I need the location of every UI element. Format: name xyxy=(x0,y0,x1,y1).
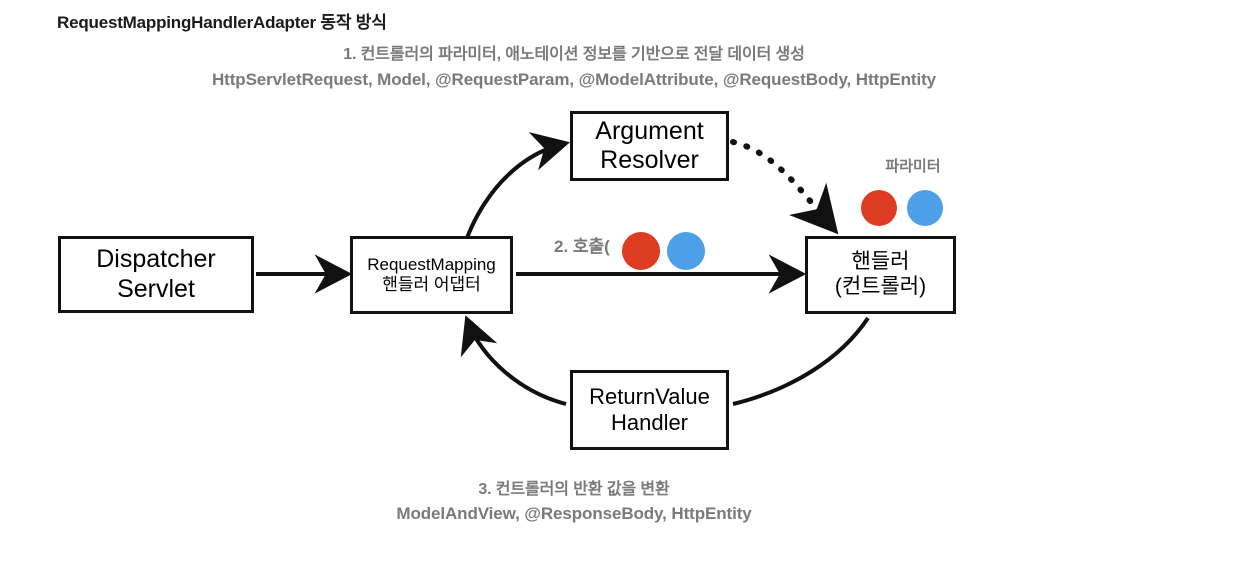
annotation-step-3-text: 3. 컨트롤러의 반환 값을 변환 xyxy=(478,481,670,498)
node-argument-resolver[interactable]: Argument Resolver xyxy=(570,111,729,181)
node-handler-controller-line1: 핸들러 xyxy=(851,250,910,274)
node-request-mapping-handler-adapter[interactable]: RequestMapping 핸들러 어댑터 xyxy=(350,236,513,314)
page-title: RequestMappingHandlerAdapter 동작 방식 xyxy=(57,13,387,32)
annotation-step-1-types-text: HttpServletRequest, Model, @RequestParam… xyxy=(211,70,937,89)
node-dispatcher-servlet-line1: Dispatcher xyxy=(96,245,216,273)
node-argument-resolver-line1: Argument xyxy=(595,116,704,145)
parameter-label: 파라미터 xyxy=(885,158,941,175)
call-red-dot-icon xyxy=(622,232,660,270)
annotation-step-3: 3. 컨트롤러의 반환 값을 변환 xyxy=(0,475,1248,499)
node-argument-resolver-line2: Resolver xyxy=(600,146,699,174)
annotation-step-1-text: 1. 컨트롤러의 파라미터, 애노테이션 정보를 기반으로 전달 데이터 생성 xyxy=(343,46,805,63)
node-request-mapping-handler-adapter-line1: RequestMapping xyxy=(367,254,496,274)
annotation-step-3-types-text: ModelAndView, @ResponseBody, HttpEntity xyxy=(396,504,752,523)
connector-argument-resolver-to-handler-dotted xyxy=(730,139,839,235)
node-return-value-handler-line1: ReturnValue xyxy=(589,384,710,410)
node-return-value-handler[interactable]: ReturnValue Handler xyxy=(570,370,729,450)
call-step-label-prefix: 2. 호출( xyxy=(554,237,610,256)
annotation-step-1-types: HttpServletRequest, Model, @RequestParam… xyxy=(0,70,1248,90)
connector-handler-to-return-value-handler xyxy=(732,316,870,406)
node-return-value-handler-line2: Handler xyxy=(610,410,689,435)
connector-return-value-handler-to-adapter xyxy=(460,315,567,406)
parameter-red-dot-icon xyxy=(861,190,897,226)
annotation-step-3-types: ModelAndView, @ResponseBody, HttpEntity xyxy=(0,504,1248,524)
parameter-blue-dot-icon xyxy=(907,190,943,226)
node-request-mapping-handler-adapter-line2: 핸들러 어댑터 xyxy=(382,275,481,294)
call-blue-dot-icon xyxy=(667,232,705,270)
node-handler-controller[interactable]: 핸들러 (컨트롤러) xyxy=(805,236,956,314)
node-dispatcher-servlet[interactable]: Dispatcher Servlet xyxy=(58,236,254,313)
node-handler-controller-line2: (컨트롤러) xyxy=(834,275,927,298)
annotation-step-1: 1. 컨트롤러의 파라미터, 애노테이션 정보를 기반으로 전달 데이터 생성 xyxy=(0,40,1248,64)
node-dispatcher-servlet-line2: Servlet xyxy=(117,274,195,303)
